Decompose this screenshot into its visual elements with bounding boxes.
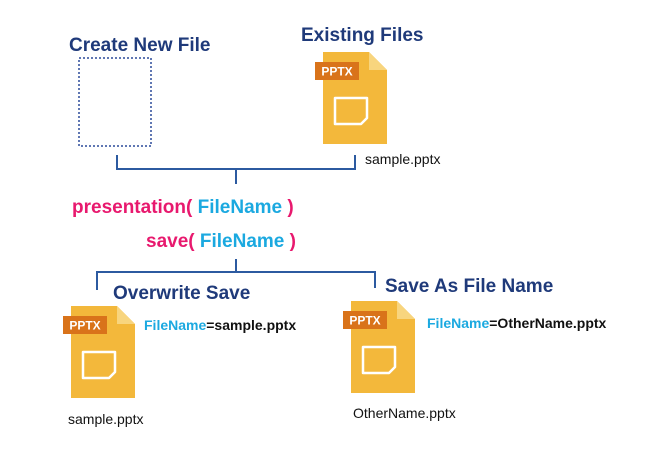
new-file-placeholder xyxy=(78,57,152,147)
pptx-file-icon: PPTX xyxy=(63,306,141,407)
heading-save-as-file-name: Save As File Name xyxy=(385,276,554,297)
file-badge-label: PPTX xyxy=(349,314,380,328)
existing-file-name: sample.pptx xyxy=(365,151,441,167)
pptx-file-icon: PPTX xyxy=(315,52,393,153)
code-close-paren: ) xyxy=(287,197,294,218)
file-badge-label: PPTX xyxy=(69,319,100,333)
code-func-presentation: presentation( xyxy=(72,197,193,218)
pptx-file-icon: PPTX xyxy=(343,301,421,402)
overwrite-file-name: sample.pptx xyxy=(68,411,144,427)
param-key: FileName xyxy=(144,317,207,333)
heading-overwrite-save: Overwrite Save xyxy=(113,283,251,304)
code-save-call: save( FileName ) xyxy=(146,231,296,253)
file-badge-label: PPTX xyxy=(321,65,352,79)
code-presentation-call: presentation( FileName ) xyxy=(72,197,294,219)
param-value: =sample.pptx xyxy=(206,317,297,333)
param-key: FileName xyxy=(427,315,490,331)
code-arg-filename: FileName xyxy=(199,231,285,252)
heading-create-new-file: Create New File xyxy=(69,35,211,56)
heading-existing-files: Existing Files xyxy=(301,25,424,46)
top-bracket xyxy=(116,155,356,170)
code-close-paren: ) xyxy=(289,231,296,252)
bottom-bracket xyxy=(96,271,376,290)
code-arg-filename: FileName xyxy=(197,197,283,218)
code-func-save: save( xyxy=(146,231,195,252)
overwrite-param: FileName=sample.pptx xyxy=(144,317,296,333)
param-value: =OtherName.pptx xyxy=(489,315,607,331)
save-as-file-name: OtherName.pptx xyxy=(353,405,456,421)
save-as-param: FileName=OtherName.pptx xyxy=(427,315,606,331)
